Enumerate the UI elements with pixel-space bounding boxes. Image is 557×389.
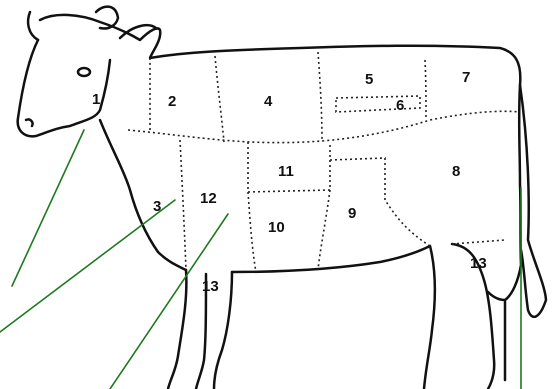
cut-line-shank	[451, 239, 506, 245]
leader-lines	[0, 129, 522, 389]
leader-line-12	[109, 213, 229, 389]
cut-label-6: 6	[396, 97, 404, 114]
cut-line-rib	[214, 55, 225, 143]
cut-label-8: 8	[452, 163, 460, 180]
cut-label-3: 3	[153, 198, 161, 215]
cut-label-12: 12	[200, 190, 217, 207]
cut-line-sirloin	[424, 59, 427, 121]
cut-line-tenderloin	[335, 95, 421, 113]
cut-label-13-front: 13	[202, 278, 219, 295]
cut-label-4: 4	[264, 93, 273, 110]
cut-line-flank	[317, 189, 331, 271]
cut-label-7: 7	[462, 69, 470, 86]
cut-label-1: 1	[92, 91, 100, 108]
cut-label-10: 10	[268, 219, 285, 236]
leader-line-1	[11, 129, 85, 287]
cut-labels: 1 2 3 4 5 6 7 8 9 10 11 12 13 13	[92, 69, 487, 295]
cow-outline	[16, 5, 548, 389]
cut-lines	[127, 51, 521, 273]
cut-line-round	[329, 157, 431, 247]
cut-label-5: 5	[365, 71, 373, 88]
cut-line-loin	[317, 51, 323, 143]
cut-line-shoulder	[179, 139, 187, 271]
cut-label-9: 9	[348, 205, 356, 222]
cut-label-2: 2	[168, 93, 176, 110]
cut-label-11: 11	[278, 163, 294, 180]
cut-label-13-hind: 13	[470, 255, 487, 272]
cut-line-brisket	[247, 191, 257, 273]
leader-line-3	[0, 199, 176, 333]
cut-line-brisket-top	[247, 142, 331, 193]
cut-line-back	[127, 110, 521, 144]
